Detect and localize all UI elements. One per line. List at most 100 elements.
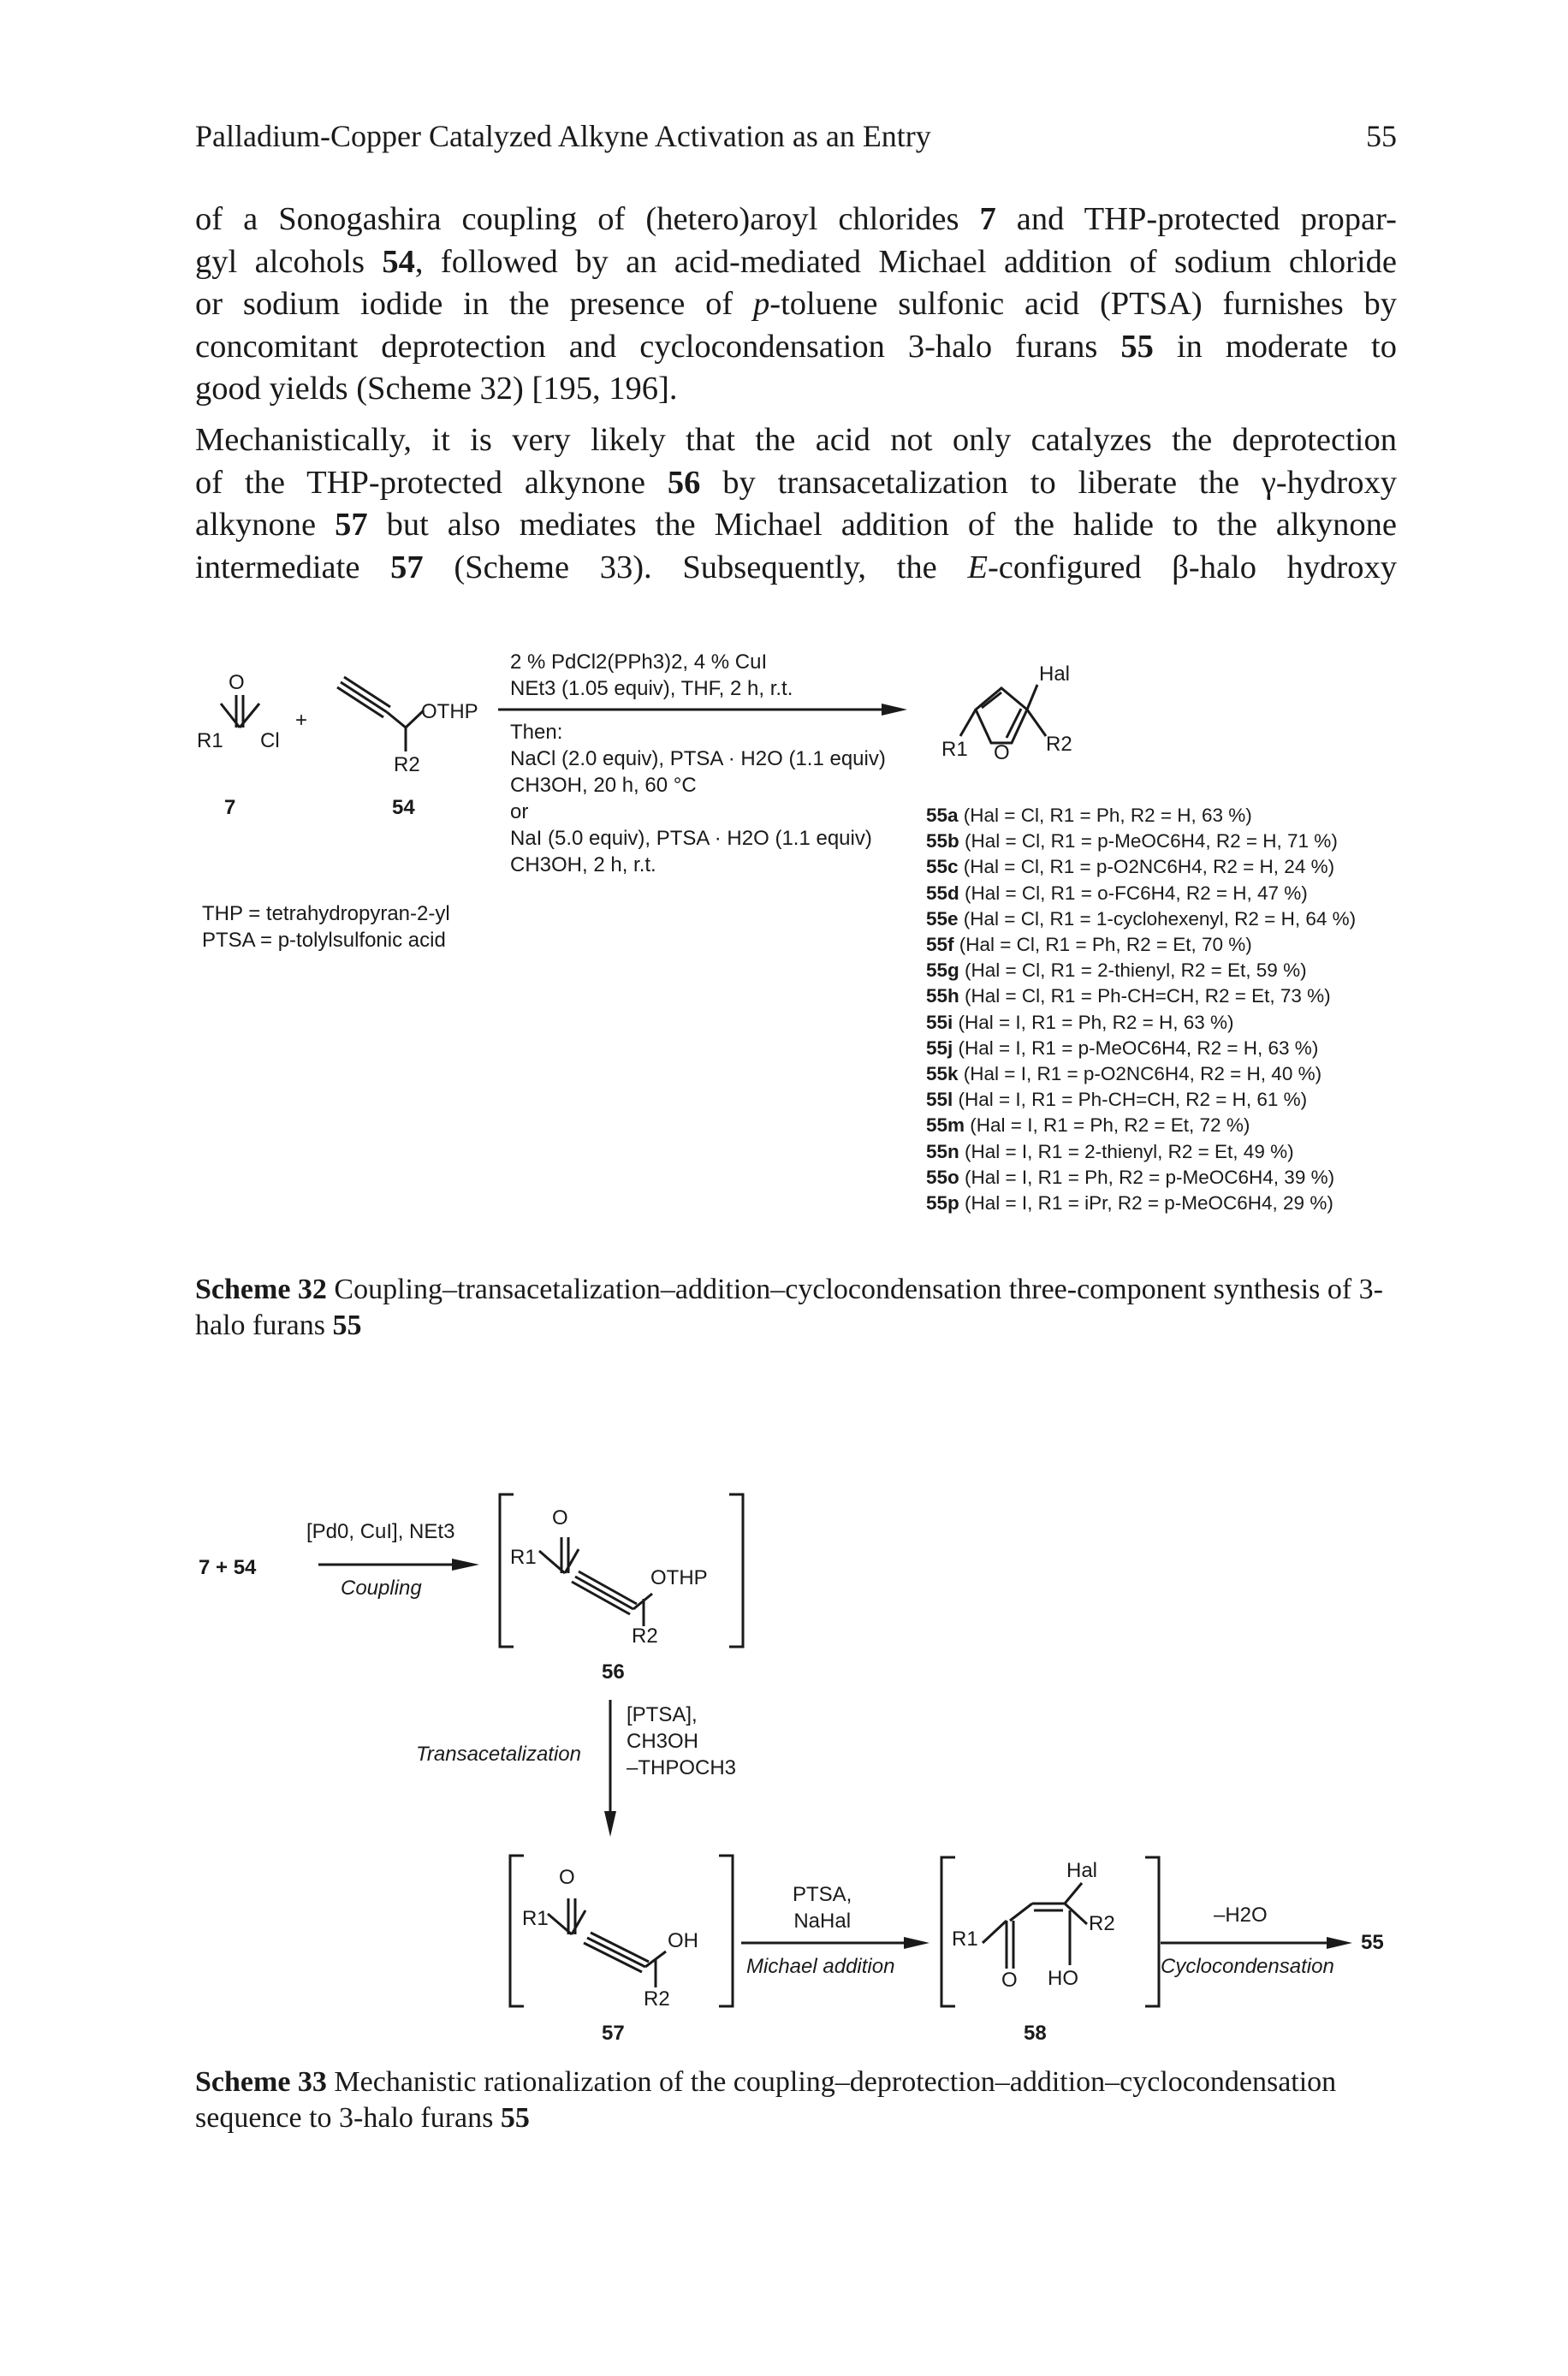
text-line: Then:	[510, 721, 563, 744]
product-conditions: (Hal = I, R1 = p-MeOC6H4, R2 = H, 63 %)	[953, 1037, 1319, 1059]
hal-label: Hal	[1039, 662, 1071, 686]
c56-r2-label: R2	[632, 1625, 658, 1648]
product-id: 55h	[926, 985, 959, 1007]
product-entry: 55g (Hal = Cl, R1 = 2-thienyl, R2 = Et, …	[926, 958, 1356, 983]
c56-othp-label: OTHP	[650, 1566, 708, 1589]
text-line: CH3OH, 2 h, r.t.	[510, 853, 656, 876]
carbonyl-o: O	[229, 671, 245, 694]
paragraph-1: of a Sonogashira coupling of (hetero)aro…	[195, 199, 1397, 411]
text-line: good yields (Scheme 32) [195, 196].	[195, 371, 678, 407]
compound-54-label: 54	[392, 796, 415, 819]
text-line: PTSA = p-tolylsulfonic acid	[202, 929, 446, 952]
product-id: 55p	[926, 1192, 959, 1215]
product-id: 55g	[926, 959, 959, 982]
product-id: 55o	[926, 1166, 959, 1188]
text-line: NaHal	[793, 1910, 852, 1933]
product-entry: 55p (Hal = I, R1 = iPr, R2 = p-MeOC6H4, …	[926, 1191, 1356, 1216]
product-id: 55f	[926, 934, 954, 956]
product-id: 55i	[926, 1011, 953, 1033]
paragraph-2: Mechanistically, it is very likely that …	[195, 419, 1397, 589]
scheme-32-caption: Scheme 32 Coupling–transacetalization–ad…	[195, 1274, 1383, 1341]
c58-r1-label: R1	[952, 1928, 978, 1951]
scheme-33-caption: Scheme 33 Mechanistic rationalization of…	[195, 2066, 1337, 2134]
furan-r1-label: R1	[941, 738, 968, 761]
product-entry: 55f (Hal = Cl, R1 = Ph, R2 = Et, 70 %)	[926, 932, 1356, 958]
product-id: 55b	[926, 830, 959, 852]
product-id: 55j	[926, 1037, 953, 1059]
product-conditions: (Hal = I, R1 = p-O2NC6H4, R2 = H, 40 %)	[958, 1063, 1322, 1085]
product-entry: 55n (Hal = I, R1 = 2-thienyl, R2 = Et, 4…	[926, 1139, 1356, 1165]
c56-r1-label: R1	[510, 1546, 537, 1569]
product-entry: 55k (Hal = I, R1 = p-O2NC6H4, R2 = H, 40…	[926, 1061, 1356, 1087]
product-entry: 55e (Hal = Cl, R1 = 1-cyclohexenyl, R2 =…	[926, 906, 1356, 932]
text-line: CH3OH, 20 h, 60 °C	[510, 774, 697, 797]
transacetalization-step: Transacetalization	[416, 1743, 581, 1766]
furan-r2-label: R2	[1046, 733, 1072, 756]
product-entry: 55i (Hal = I, R1 = Ph, R2 = H, 63 %)	[926, 1010, 1356, 1036]
product-conditions: (Hal = I, R1 = Ph, R2 = p-MeOC6H4, 39 %)	[959, 1166, 1335, 1188]
product-conditions: (Hal = Cl, R1 = 1-cyclohexenyl, R2 = H, …	[958, 907, 1357, 930]
compound-58-label: 58	[1024, 2022, 1047, 2045]
cl-label: Cl	[260, 729, 280, 752]
text-line: NEt3 (1.05 equiv), THF, 2 h, r.t.	[510, 677, 793, 700]
product-conditions: (Hal = Cl, R1 = o-FC6H4, R2 = H, 47 %)	[959, 882, 1308, 904]
product-conditions: (Hal = I, R1 = iPr, R2 = p-MeOC6H4, 29 %…	[959, 1192, 1333, 1215]
c57-r1-label: R1	[522, 1907, 549, 1930]
text-line: or sodium iodide in the presence of p-to…	[195, 286, 1398, 323]
coupling-step: Coupling	[341, 1577, 422, 1600]
compound-7-label: 7	[224, 796, 236, 819]
conditions-top: 2 % PdCl2(PPh3)2, 4 % CuI NEt3 (1.05 equi…	[510, 649, 793, 702]
product-entry: 55h (Hal = Cl, R1 = Ph-CH=CH, R2 = Et, 7…	[926, 983, 1356, 1009]
othp-label: OTHP	[421, 700, 478, 723]
michael-step: Michael addition	[746, 1955, 895, 1978]
running-head: Palladium-Copper Catalyzed Alkyne Activa…	[195, 119, 931, 153]
product-conditions: (Hal = Cl, R1 = p-MeOC6H4, R2 = H, 71 %)	[959, 830, 1338, 852]
product-id: 55d	[926, 882, 959, 904]
c57-r2-label: R2	[644, 1987, 670, 2011]
text-line: THP = tetrahydropyran-2-yl	[202, 902, 450, 925]
r1-label: R1	[197, 729, 223, 752]
michael-reagents: PTSA,NaHal	[793, 1881, 852, 1934]
c57-oh-label: OH	[668, 1929, 698, 1952]
cyclo-step: Cyclocondensation	[1161, 1955, 1334, 1978]
product-entry: 55d (Hal = Cl, R1 = o-FC6H4, R2 = H, 47 …	[926, 881, 1356, 906]
compound-56-label: 56	[602, 1660, 625, 1684]
c58-ho-label: HO	[1048, 1967, 1078, 1990]
text-line: [PTSA],	[627, 1703, 698, 1726]
scheme-32-structures	[219, 675, 1048, 751]
c58-r2-label: R2	[1089, 1912, 1115, 1935]
text-line: intermediate 57 (Scheme 33). Subsequentl…	[195, 549, 1398, 585]
text-line: of a Sonogashira coupling of (hetero)aro…	[195, 201, 1397, 237]
transacetalization-reagents: [PTSA],CH3OH–THPOCH3	[627, 1702, 736, 1781]
product-conditions: (Hal = Cl, R1 = Ph, R2 = Et, 70 %)	[953, 934, 1252, 956]
product-conditions: (Hal = I, R1 = Ph, R2 = Et, 72 %)	[965, 1114, 1250, 1137]
cyclo-reagent: –H2O	[1214, 1904, 1268, 1927]
text-line: of the THP-protected alkynone 56 by tran…	[195, 464, 1397, 501]
product-conditions: (Hal = Cl, R1 = Ph-CH=CH, R2 = Et, 73 %)	[959, 985, 1331, 1007]
c58-hal-label: Hal	[1066, 1859, 1098, 1882]
product-id: 55a	[926, 805, 959, 826]
product-55-label: 55	[1361, 1931, 1384, 1954]
product-conditions: (Hal = Cl, R1 = Ph, R2 = H, 63 %)	[958, 805, 1252, 826]
product-entry: 55m (Hal = I, R1 = Ph, R2 = Et, 72 %)	[926, 1113, 1356, 1138]
text-line: or	[510, 800, 529, 823]
c58-o-label: O	[1001, 1969, 1018, 1992]
product-conditions: (Hal = Cl, R1 = 2-thienyl, R2 = Et, 59 %…	[959, 959, 1307, 982]
product-id: 55m	[926, 1114, 965, 1137]
text-line: Mechanistically, it is very likely that …	[195, 422, 1397, 458]
text-line: gyl alcohols 54, followed by an acid-med…	[195, 243, 1397, 280]
c57-o-label: O	[559, 1866, 575, 1889]
compound-57-label: 57	[602, 2022, 625, 2045]
text-line: 2 % PdCl2(PPh3)2, 4 % CuI	[510, 650, 768, 674]
conditions-bottom: Then: NaCl (2.0 equiv), PTSA · H2O (1.1 e…	[510, 719, 886, 878]
product-id: 55k	[926, 1063, 959, 1085]
plus-sign: +	[295, 709, 308, 732]
furan-o-label: O	[994, 741, 1010, 764]
coupling-reagents: [Pd0, CuI], NEt3	[306, 1520, 455, 1543]
product-conditions: (Hal = Cl, R1 = p-O2NC6H4, R2 = H, 24 %)	[958, 856, 1335, 878]
product-id: 55n	[926, 1140, 959, 1162]
text-line: NaCl (2.0 equiv), PTSA · H2O (1.1 equiv)	[510, 747, 886, 770]
product-entry: 55a (Hal = Cl, R1 = Ph, R2 = H, 63 %)	[926, 803, 1356, 829]
